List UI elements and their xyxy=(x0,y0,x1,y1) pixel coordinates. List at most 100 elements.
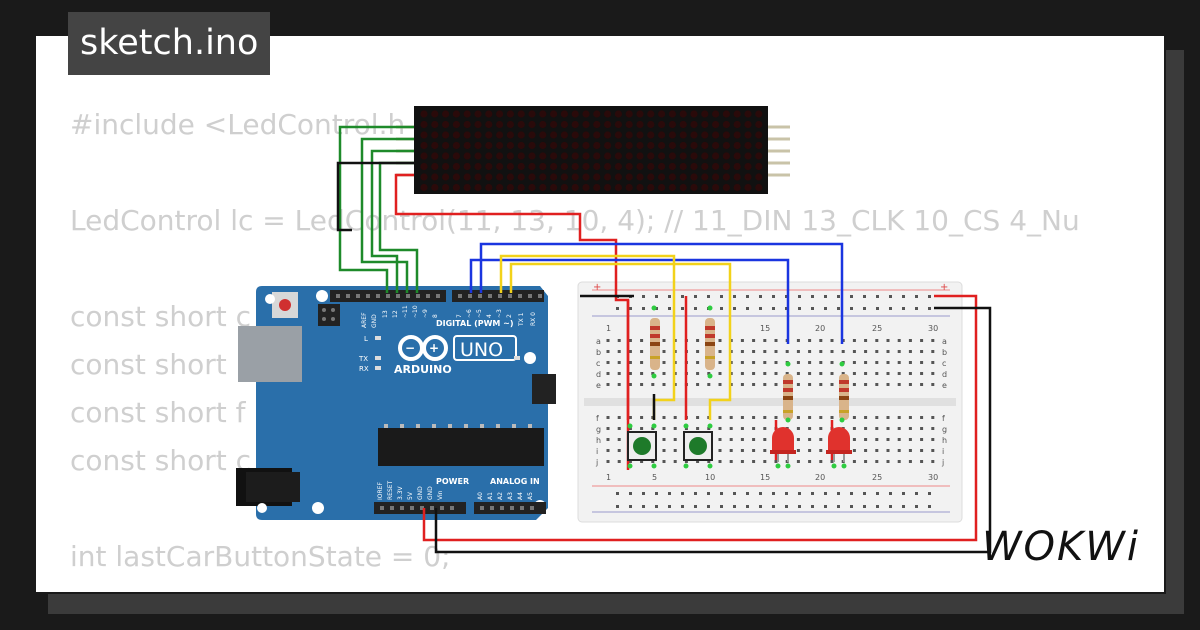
connection-dots xyxy=(627,305,847,469)
pin-label: ~6 xyxy=(466,309,473,318)
bb-col-number: 15 xyxy=(760,473,770,482)
pin-label: ~5 xyxy=(476,309,483,318)
rail-plus-icon: + xyxy=(593,282,601,293)
board-model: UNO xyxy=(460,339,503,361)
bb-row-letter: d xyxy=(942,370,947,379)
bb-col-number: 30 xyxy=(928,324,938,333)
pin-label: RX 0 xyxy=(530,312,537,326)
pin-label: GND xyxy=(417,486,424,500)
bb-col-number: 15 xyxy=(760,324,770,333)
bb-row-letter: c xyxy=(596,359,600,368)
bb-row-letter: f xyxy=(596,414,599,423)
bb-col-number: 25 xyxy=(872,473,882,482)
pin-label: A2 xyxy=(497,492,504,500)
pin-label: RESET xyxy=(387,480,394,500)
pin-label: ~10 xyxy=(412,305,419,318)
bb-row-letter: f xyxy=(942,414,945,423)
pin-label: Vin xyxy=(437,490,444,500)
wokwi-logo: WOKWi xyxy=(982,524,1140,570)
pin-label: A4 xyxy=(517,492,524,500)
bb-row-letter: c xyxy=(942,359,946,368)
pin-label: 12 xyxy=(392,310,399,318)
bb-row-letter: i xyxy=(596,447,598,456)
pin-label: GND xyxy=(371,314,378,328)
pin-label: ~3 xyxy=(496,309,503,318)
bb-row-letter: j xyxy=(941,458,944,467)
pin-label: 4 xyxy=(486,314,493,318)
bb-row-letter: a xyxy=(596,337,601,346)
bb-col-number: 10 xyxy=(705,473,715,482)
led-red[interactable] xyxy=(770,427,796,462)
led-red[interactable] xyxy=(826,427,852,462)
microcontroller-chip xyxy=(378,428,544,466)
code-line: const short c xyxy=(70,444,251,477)
pin-label: A1 xyxy=(487,492,494,500)
bb-col-number: 20 xyxy=(815,324,825,333)
arduino-uno-board[interactable]: AREF GND 13 12 ~11 ~10 ~9 8 7 ~6 ~5 4 ~3… xyxy=(236,286,556,520)
digital-header-label: DIGITAL (PWM ~) xyxy=(436,319,514,328)
bb-row-letter: j xyxy=(595,458,598,467)
wires xyxy=(336,125,992,554)
code-line: #include <LedControl.h xyxy=(70,108,406,141)
board-brand: ARDUINO xyxy=(394,363,452,376)
bb-row-letter: g xyxy=(596,425,601,434)
bb-row-letter: a xyxy=(942,337,947,346)
bb-row-letter: h xyxy=(942,436,947,445)
analog-label: ANALOG IN xyxy=(490,477,540,486)
bb-row-letter: d xyxy=(596,370,601,379)
push-button[interactable] xyxy=(683,431,713,461)
pin-label: A5 xyxy=(527,492,534,500)
bb-col-number: 20 xyxy=(815,473,825,482)
resistor[interactable] xyxy=(705,318,715,370)
led-label: RX xyxy=(359,365,369,373)
bb-row-letter: e xyxy=(942,381,947,390)
bb-row-letter: i xyxy=(942,447,944,456)
rail-plus-icon: + xyxy=(940,282,948,293)
pin-label: ~9 xyxy=(422,309,429,318)
svg-text:−: − xyxy=(405,341,415,355)
power-label: POWER xyxy=(436,477,469,486)
resistor[interactable] xyxy=(650,318,660,370)
arduino-logo-icon: − + xyxy=(398,335,448,361)
code-line: const short f xyxy=(70,396,246,429)
bb-row-letter: b xyxy=(942,348,947,357)
bb-col-number: 1 xyxy=(606,473,611,482)
code-line: const short xyxy=(70,348,227,381)
pin-label: GND xyxy=(427,486,434,500)
led-label: L xyxy=(364,335,368,343)
pin-label: 8 xyxy=(432,314,439,318)
pin-label: TX 1 xyxy=(518,312,525,327)
pin-label: ~11 xyxy=(402,305,409,318)
breadboard[interactable]: 1 5 10 15 20 25 30 1 5 10 15 20 25 30 a … xyxy=(577,281,963,523)
bb-row-letter: g xyxy=(942,425,947,434)
code-line: LedControl lc = LedControl(11, 13, 10, 4… xyxy=(70,204,1080,237)
bb-col-number: 25 xyxy=(872,324,882,333)
bb-col-number: 30 xyxy=(928,473,938,482)
pin-label: IOREF xyxy=(377,482,384,500)
pin-label: 5V xyxy=(407,491,414,500)
bb-col-number: 5 xyxy=(652,473,657,482)
led-label: TX xyxy=(358,355,368,363)
svg-text:+: + xyxy=(429,341,439,355)
bb-row-letter: h xyxy=(596,436,601,445)
pin-label: 7 xyxy=(456,314,463,318)
pin-label: A0 xyxy=(477,492,484,500)
file-name-label: sketch.ino xyxy=(68,12,271,75)
bb-col-number: 1 xyxy=(606,324,611,333)
pin-label: 3.3V xyxy=(397,485,404,500)
pin-label: 13 xyxy=(382,310,389,318)
pin-label: AREF xyxy=(361,312,368,328)
led-matrix[interactable] xyxy=(396,106,790,194)
code-line: int lastCarButtonState = 0; xyxy=(70,540,451,573)
pin-label: 2 xyxy=(506,314,513,318)
usb-port xyxy=(238,326,302,382)
on-label: ON xyxy=(524,356,535,364)
code-line: const short c xyxy=(70,300,251,333)
resistor[interactable] xyxy=(783,374,793,420)
resistor[interactable] xyxy=(839,374,849,420)
push-button[interactable] xyxy=(627,431,657,461)
pin-label: A3 xyxy=(507,492,514,500)
bb-row-letter: e xyxy=(596,381,601,390)
bb-row-letter: b xyxy=(596,348,601,357)
